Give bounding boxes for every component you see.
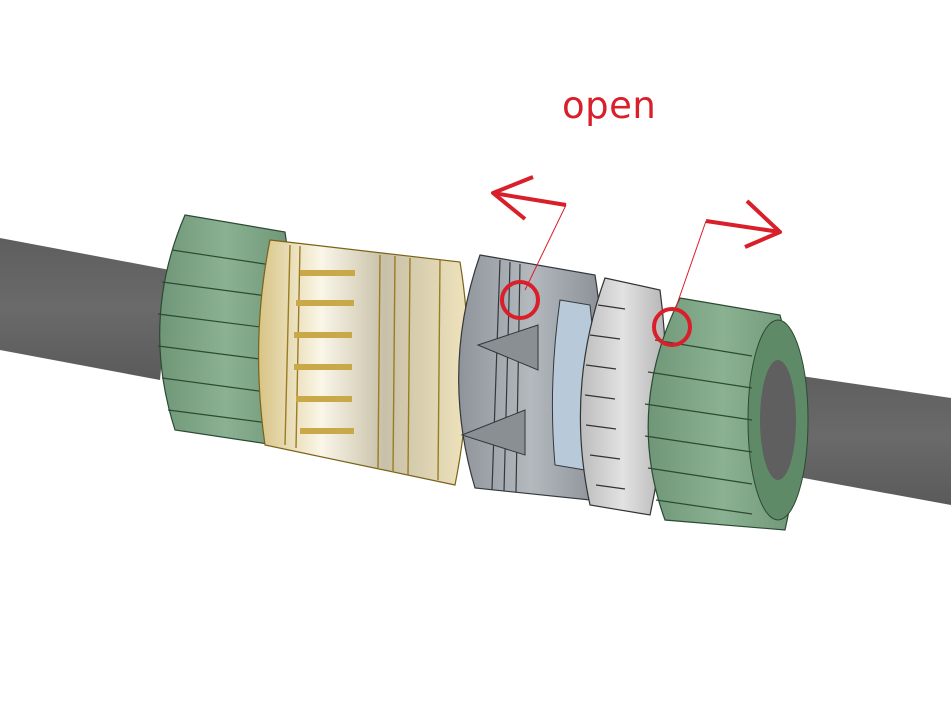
left-arrow-shaft [492,191,567,207]
right-arrow-shaft [705,219,781,234]
annotation-group [491,175,782,347]
triangle-marker-upper [476,324,539,371]
left-leader-line [524,204,567,291]
right-arrow-head [744,199,782,249]
left-arrow-head [491,175,534,221]
right-leader-line [674,220,707,311]
left-green-nut [157,214,292,446]
left-hose [0,238,170,380]
right-highlight-circle [652,307,692,347]
triangle-marker-lower [460,409,526,456]
open-label: open [562,84,657,127]
right-green-nut [644,297,809,531]
brass-adapter [258,239,469,486]
left-highlight-circle [500,280,540,320]
